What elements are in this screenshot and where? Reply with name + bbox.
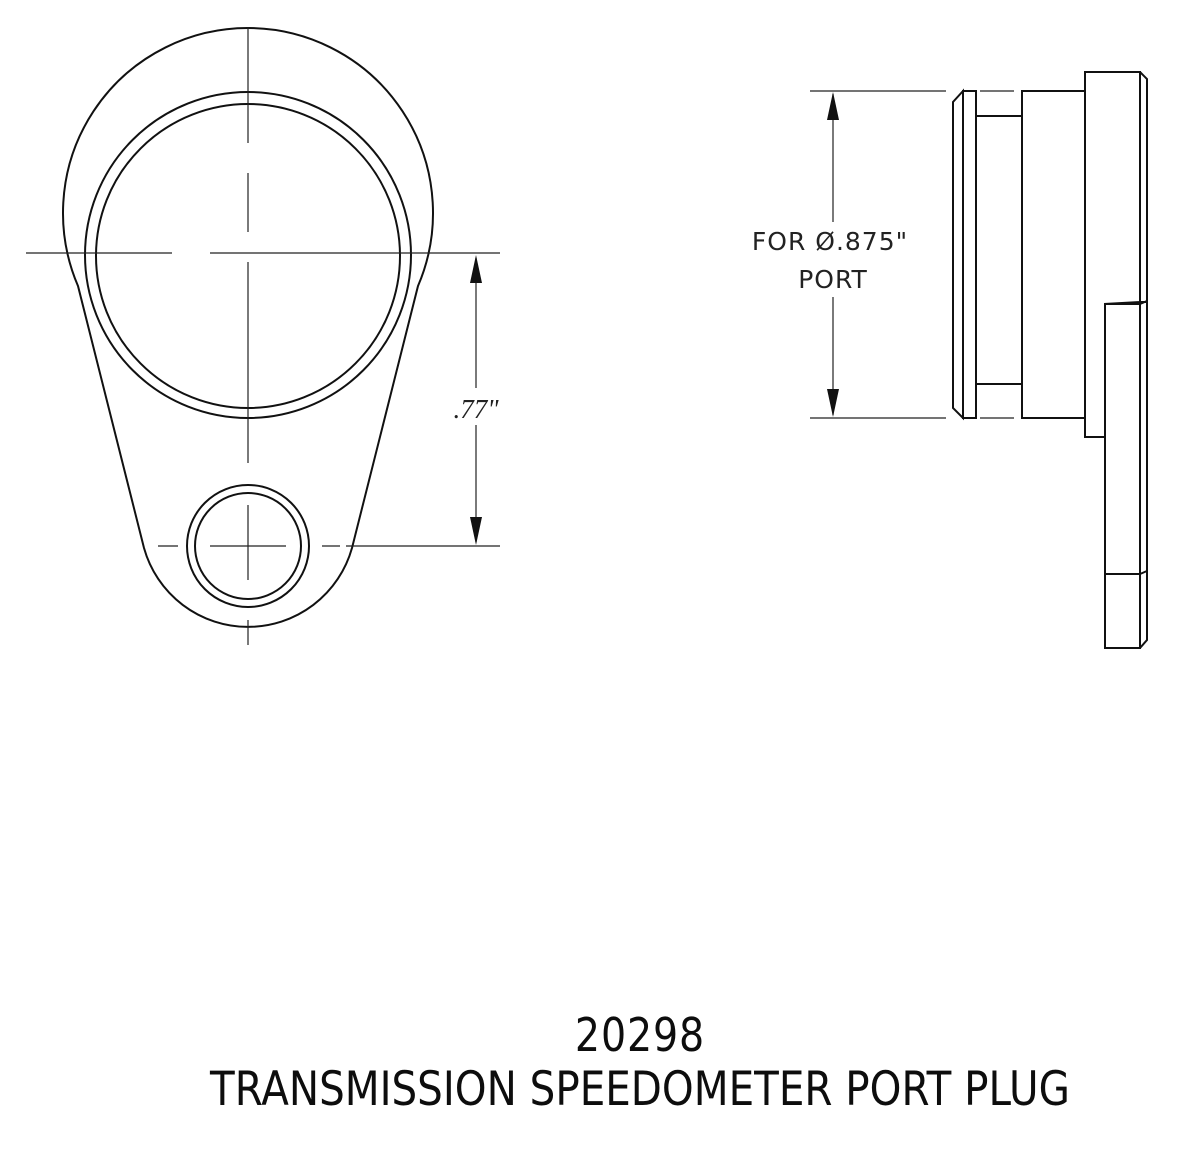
tab-body xyxy=(1104,303,1141,649)
flange-upper xyxy=(1084,71,1141,438)
plug-body xyxy=(1021,90,1086,419)
port-diameter-dimension: FOR Ø.875" PORT xyxy=(752,92,908,417)
part-number: 20298 xyxy=(574,1008,706,1062)
side-view: FOR Ø.875" PORT xyxy=(752,71,1148,649)
port-note-line1: FOR Ø.875" xyxy=(752,227,908,256)
flange-chamfer-top xyxy=(1139,71,1148,303)
plug-groove xyxy=(975,115,1023,385)
small-hole-centerlines xyxy=(158,505,500,645)
part-title: TRANSMISSION SPEEDOMETER PORT PLUG xyxy=(210,1062,1070,1117)
small-hole-outer-ring xyxy=(186,484,310,608)
plug-tip-chamfer xyxy=(952,88,964,421)
dimension-077-label: .77" xyxy=(453,394,499,424)
small-hole-inner-ring xyxy=(194,492,302,600)
front-view-body-outline xyxy=(62,27,434,628)
plug-tip xyxy=(962,90,977,419)
main-bore-centerlines xyxy=(26,27,500,463)
front-view: .77" xyxy=(26,27,500,645)
tab-chamfer-edge xyxy=(1139,299,1148,649)
dimension-077: .77" xyxy=(453,255,499,545)
port-note-line2: PORT xyxy=(798,265,868,294)
